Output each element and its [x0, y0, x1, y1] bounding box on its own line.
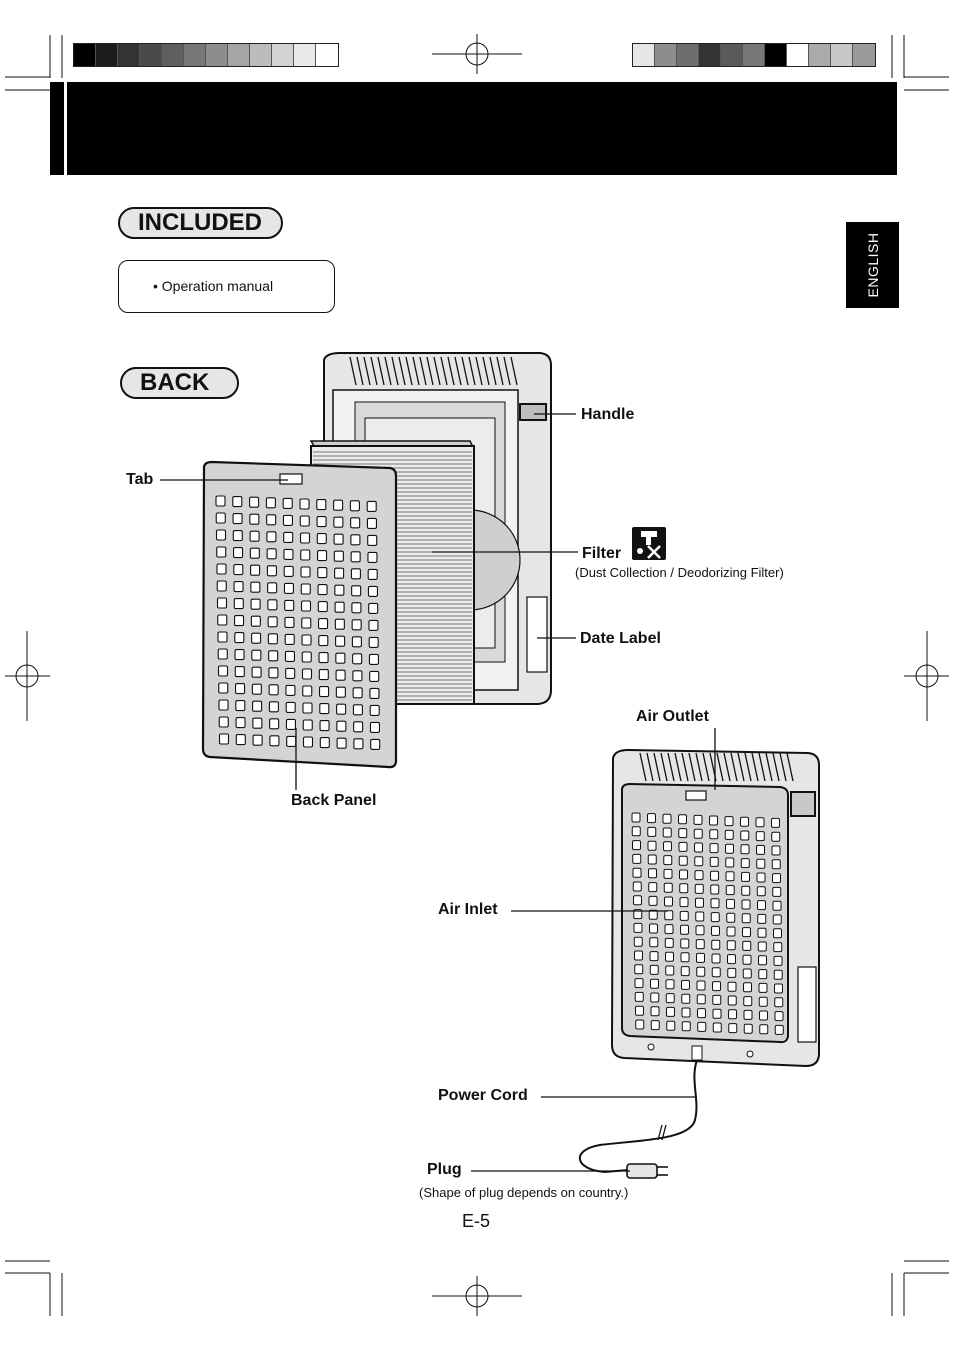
color-swatch [721, 44, 743, 66]
label-tab: Tab [126, 471, 154, 488]
color-swatch [853, 44, 875, 66]
label-date-label: Date Label [580, 630, 661, 647]
leader-lines [160, 413, 716, 1172]
included-box: • Operation manual [118, 260, 335, 313]
label-air-inlet: Air Inlet [438, 901, 498, 918]
crop-marks [5, 34, 949, 1316]
included-item: • Operation manual [153, 278, 274, 294]
color-swatch [699, 44, 721, 66]
label-air-outlet: Air Outlet [636, 708, 709, 725]
label-plug-sub: (Shape of plug depends on country.) [419, 1185, 629, 1200]
color-calibration-bar-left [73, 43, 339, 67]
color-swatch [677, 44, 699, 66]
back-panel-illustration [201, 460, 398, 769]
plug-icon [626, 1163, 668, 1179]
color-swatch [96, 44, 118, 66]
color-swatch [831, 44, 853, 66]
label-filter: Filter [582, 545, 622, 562]
color-swatch [206, 44, 228, 66]
color-swatch [655, 44, 677, 66]
label-back-panel: Back Panel [291, 792, 377, 809]
color-swatch [118, 44, 140, 66]
color-swatch [743, 44, 765, 66]
color-swatch [162, 44, 184, 66]
color-swatch [74, 44, 96, 66]
color-swatch [250, 44, 272, 66]
back-heading: BACK [120, 367, 239, 399]
color-swatch [228, 44, 250, 66]
included-heading: INCLUDED [118, 207, 283, 239]
color-swatch [765, 44, 787, 66]
color-swatch [140, 44, 162, 66]
language-tab: ENGLISH [846, 222, 899, 308]
label-handle: Handle [581, 406, 635, 423]
label-filter-sub: (Dust Collection / Deodorizing Filter) [575, 565, 784, 580]
label-plug: Plug [427, 1161, 462, 1178]
color-swatch [272, 44, 294, 66]
color-swatch [184, 44, 206, 66]
color-swatch [787, 44, 809, 66]
page-number: E-5 [462, 1211, 491, 1231]
color-swatch [633, 44, 655, 66]
header-bar [50, 82, 897, 175]
label-power-cord: Power Cord [438, 1087, 528, 1104]
back-heading-text: BACK [140, 369, 210, 396]
power-cord [579, 1059, 698, 1174]
color-swatch [809, 44, 831, 66]
color-calibration-bar-right [632, 43, 876, 67]
color-swatch [316, 44, 338, 66]
color-swatch [294, 44, 316, 66]
included-heading-text: INCLUDED [138, 209, 262, 236]
faucet-no-wash-icon [632, 527, 666, 560]
